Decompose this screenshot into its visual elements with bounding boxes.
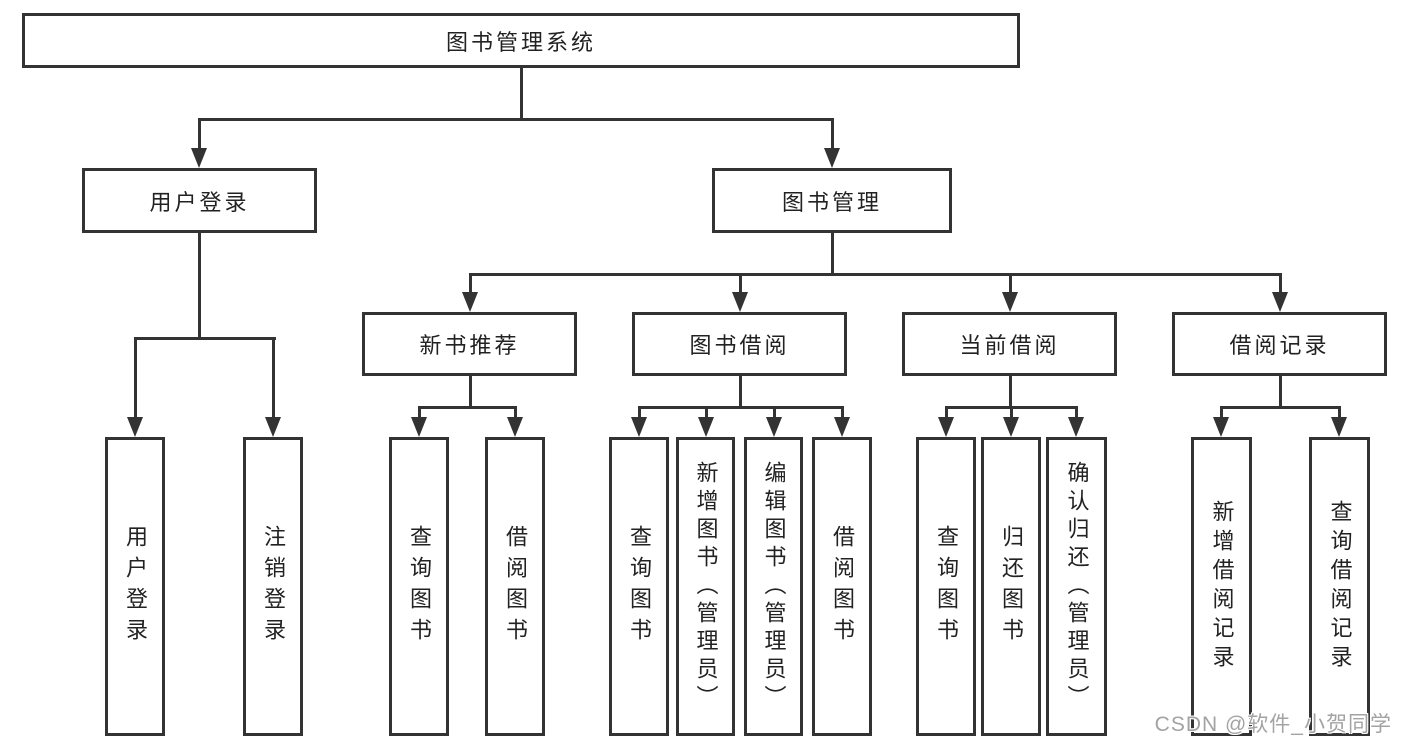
leaf-user-do-login: 用户登录 xyxy=(105,437,165,736)
node-label: 图书管理系统 xyxy=(445,29,596,55)
connector-drop-new-book xyxy=(468,272,472,296)
leaf-confirm-return-admin: 确认归还（管理员） xyxy=(1046,437,1107,736)
leaf-borrow-borrow-book: 借阅图书 xyxy=(812,437,872,736)
connector-drop-book-mgmt xyxy=(830,117,834,151)
leaf-label: 借阅图书 xyxy=(830,524,855,649)
connector-book-borrow-stem xyxy=(738,374,742,409)
node-root-library-system: 图书管理系统 xyxy=(22,13,1020,68)
connector-drop-leaf xyxy=(1009,405,1013,420)
node-label: 图书借阅 xyxy=(689,333,790,358)
connector-new-book-stem xyxy=(468,374,472,409)
connector-book-mgmt-rail xyxy=(468,272,1282,276)
connector-drop-borrow-record xyxy=(1278,272,1282,296)
connector-drop-leaf xyxy=(840,405,844,420)
node-book-management: 图书管理 xyxy=(712,168,952,233)
arrowhead-edit-book xyxy=(766,417,782,437)
node-user-login: 用户登录 xyxy=(82,168,317,233)
leaf-label: 用户登录 xyxy=(123,524,148,649)
connector-drop-leaf xyxy=(704,405,708,420)
arrowhead-borrow-book xyxy=(507,417,523,437)
connector-root-rail xyxy=(197,117,834,121)
arrowhead-add-record xyxy=(1213,417,1229,437)
connector-drop-leaf xyxy=(1219,405,1223,420)
arrowhead-query-book xyxy=(938,417,954,437)
connector-drop-leaf xyxy=(944,405,948,420)
connector-user-login-stem xyxy=(197,231,201,339)
arrowhead-borrow-record xyxy=(1272,292,1288,312)
connector-book-mgmt-stem xyxy=(830,231,834,276)
connector-user-login-rail xyxy=(133,336,276,340)
connector-root-stem xyxy=(519,66,523,120)
leaf-return-book: 归还图书 xyxy=(981,437,1041,736)
connector-drop-leaf xyxy=(1074,405,1078,420)
connector-drop-logout xyxy=(271,336,275,421)
arrowhead-user-login xyxy=(191,148,207,168)
leaf-label: 查询图书 xyxy=(934,524,959,649)
connector-drop-leaf xyxy=(1337,405,1341,420)
connector-borrow-record-rail xyxy=(1219,405,1341,409)
arrowhead-query-book xyxy=(411,417,427,437)
connector-drop-leaf xyxy=(417,405,421,420)
leaf-logout: 注销登录 xyxy=(243,437,303,736)
node-borrow-record: 借阅记录 xyxy=(1172,312,1387,376)
connector-drop-current-borrow xyxy=(1008,272,1012,296)
node-label: 新书推荐 xyxy=(419,333,520,358)
connector-drop-user-login xyxy=(197,117,201,151)
leaf-newbook-query-book: 查询图书 xyxy=(389,437,449,736)
connector-current-borrow-stem xyxy=(1008,374,1012,409)
connector-drop-leaf xyxy=(772,405,776,420)
leaf-label: 编辑图书（管理员） xyxy=(761,460,787,713)
node-label: 用户登录 xyxy=(149,189,250,215)
arrowhead-query-book xyxy=(631,417,647,437)
leaf-label: 新增借阅记录 xyxy=(1209,499,1235,674)
arrowhead-borrow-book xyxy=(834,417,850,437)
connector-new-book-rail xyxy=(417,405,517,409)
node-current-borrow: 当前借阅 xyxy=(902,312,1117,376)
leaf-label: 查询图书 xyxy=(627,524,652,649)
arrowhead-logout xyxy=(265,417,281,437)
arrowhead-query-record xyxy=(1331,417,1347,437)
leaf-newbook-borrow-book: 借阅图书 xyxy=(485,437,545,736)
node-label: 当前借阅 xyxy=(959,333,1060,358)
connector-drop-book-borrow xyxy=(738,272,742,296)
arrowhead-current-borrow xyxy=(1002,292,1018,312)
leaf-current-query-book: 查询图书 xyxy=(916,437,976,736)
csdn-watermark: CSDN @软件_小贺同学 xyxy=(1154,713,1392,736)
connector-drop-do-login xyxy=(133,336,137,421)
arrowhead-confirm-return xyxy=(1068,417,1084,437)
connector-book-borrow-rail xyxy=(637,405,844,409)
leaf-label: 确认归还（管理员） xyxy=(1064,460,1090,713)
arrowhead-do-login xyxy=(127,417,143,437)
connector-drop-leaf xyxy=(637,405,641,420)
node-book-borrow: 图书借阅 xyxy=(632,312,847,376)
connector-drop-leaf xyxy=(513,405,517,420)
leaf-add-book-admin: 新增图书（管理员） xyxy=(676,437,735,736)
leaf-label: 查询借阅记录 xyxy=(1327,499,1353,674)
leaf-label: 归还图书 xyxy=(999,524,1024,649)
node-label: 图书管理 xyxy=(781,189,882,215)
node-new-book-recommend: 新书推荐 xyxy=(362,312,577,376)
arrowhead-book-borrow xyxy=(732,292,748,312)
leaf-add-borrow-record: 新增借阅记录 xyxy=(1191,437,1252,736)
leaf-label: 注销登录 xyxy=(261,524,286,649)
leaf-label: 新增图书（管理员） xyxy=(693,460,719,713)
arrowhead-add-book xyxy=(698,417,714,437)
leaf-label: 查询图书 xyxy=(407,524,432,649)
leaf-edit-book-admin: 编辑图书（管理员） xyxy=(744,437,803,736)
arrowhead-new-book xyxy=(462,292,478,312)
arrowhead-book-mgmt xyxy=(824,148,840,168)
leaf-query-borrow-record: 查询借阅记录 xyxy=(1309,437,1370,736)
leaf-borrow-query-book: 查询图书 xyxy=(609,437,669,736)
leaf-label: 借阅图书 xyxy=(503,524,528,649)
node-label: 借阅记录 xyxy=(1229,333,1330,358)
arrowhead-return-book xyxy=(1003,417,1019,437)
connector-borrow-record-stem xyxy=(1278,374,1282,409)
